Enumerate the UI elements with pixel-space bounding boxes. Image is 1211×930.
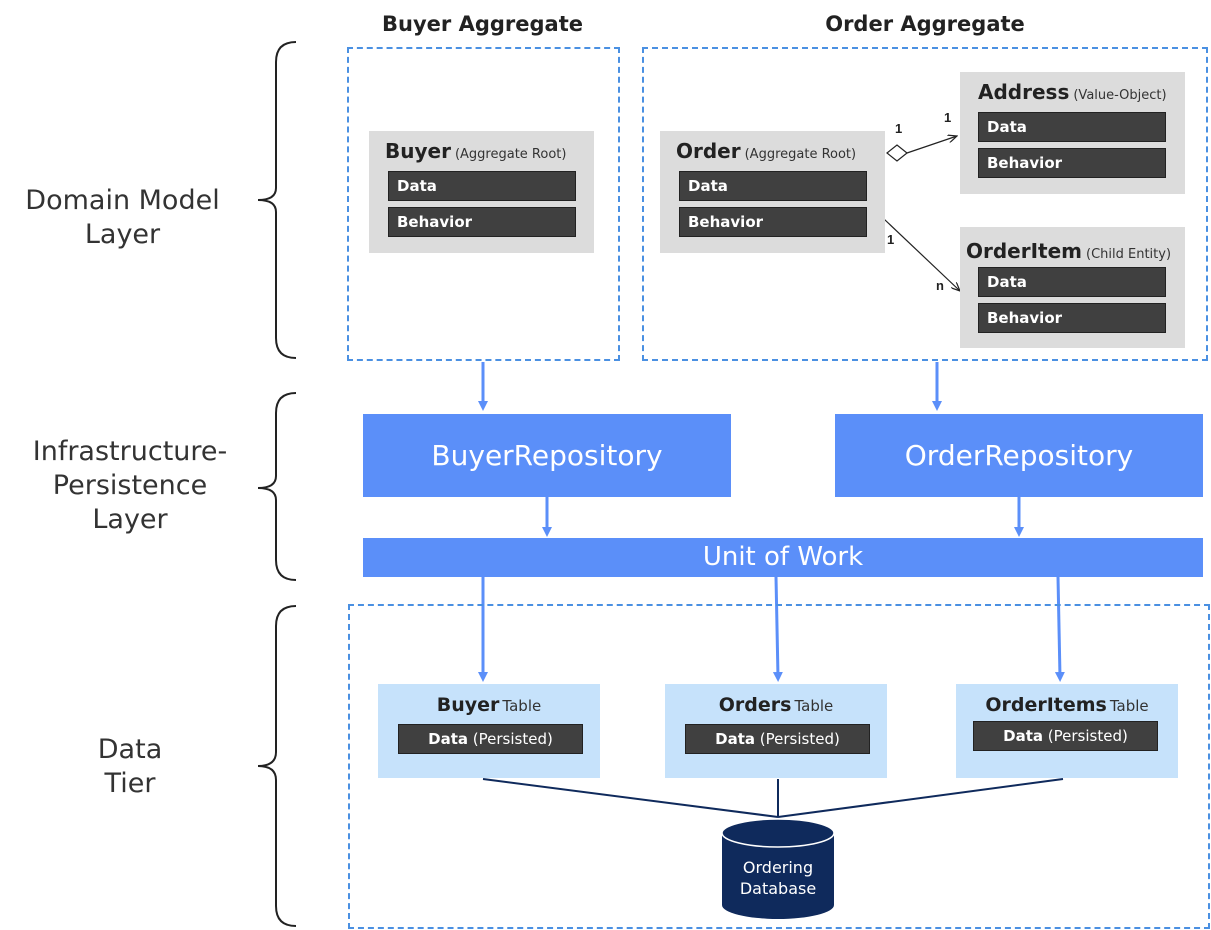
data-layer-label-line2: Tier	[104, 768, 156, 799]
orderitems-table-suffix: Table	[1109, 697, 1149, 715]
orderitem-entity-name: OrderItem	[966, 239, 1083, 263]
orderitems-table-to-db-line	[777, 778, 1064, 818]
orders-table-data-note: (Persisted)	[759, 730, 840, 748]
order-aggregate-boundary	[642, 47, 1208, 361]
multiplicity-order-address-from: 1	[895, 121, 903, 136]
ordering-database-icon	[721, 818, 835, 919]
orderitems-table-name: OrderItems	[985, 694, 1107, 716]
multiplicity-order-item-to: n	[936, 278, 944, 293]
buyer-table-data-note: (Persisted)	[472, 730, 553, 748]
order-entity-name: Order	[676, 139, 741, 163]
orderitem-entity: OrderItem(Child Entity) Data Behavior	[960, 227, 1185, 348]
order-entity: Order(Aggregate Root) Data Behavior	[660, 131, 885, 253]
orderitems-table-data-note: (Persisted)	[1047, 727, 1128, 745]
multiplicity-order-address-to: 1	[944, 110, 952, 125]
address-entity-kind: (Value-Object)	[1073, 88, 1167, 103]
order-entity-title: Order(Aggregate Root)	[676, 139, 856, 163]
buyer-entity-name: Buyer	[385, 139, 451, 163]
order-aggregate-title: Order Aggregate	[825, 12, 1025, 36]
data-layer-brace	[257, 605, 297, 927]
order-entity-kind: (Aggregate Root)	[744, 147, 857, 162]
address-entity-name: Address	[978, 80, 1070, 104]
data-layer-label-line1: Data	[97, 734, 163, 765]
buyer-aggregate-boundary	[347, 47, 620, 361]
buyer-table-to-db-line	[482, 778, 779, 818]
ordering-database-label-line1: Ordering	[742, 858, 814, 877]
order-behavior-bar: Behavior	[679, 207, 867, 237]
address-behavior-bar: Behavior	[978, 148, 1166, 178]
orders-table-data-bar: Data (Persisted)	[685, 724, 870, 754]
buyer-entity-title: Buyer(Aggregate Root)	[385, 139, 566, 163]
buyer-repository-box: BuyerRepository	[363, 414, 731, 497]
order-data-bar: Data	[679, 171, 867, 201]
orderitem-data-bar: Data	[978, 267, 1166, 297]
infra-layer-label-line2: Persistence	[52, 470, 208, 501]
buyer-table-data-bar: Data (Persisted)	[398, 724, 583, 754]
address-data-bar: Data	[978, 112, 1166, 142]
buyer-entity: Buyer(Aggregate Root) Data Behavior	[369, 131, 594, 253]
order-to-orderitem-line	[883, 218, 960, 291]
buyer-entity-kind: (Aggregate Root)	[454, 147, 567, 162]
orders-table-name: Orders	[718, 694, 792, 716]
buyer-table-name: Buyer	[436, 694, 500, 716]
orderitem-behavior-bar: Behavior	[978, 303, 1166, 333]
ordering-database-label: Ordering Database	[722, 857, 834, 899]
infra-layer-label-line1: Infrastructure-	[32, 436, 228, 467]
uow-to-orders-table-arrow	[772, 576, 783, 682]
address-entity: Address(Value-Object) Data Behavior	[960, 72, 1185, 194]
domain-layer-label-line1: Domain Model	[25, 185, 220, 216]
infra-layer-label-line3: Layer	[92, 504, 168, 535]
domain-layer-label: Domain Model Layer	[10, 184, 235, 252]
buyer-behavior-bar: Behavior	[388, 207, 576, 237]
buyer-table-data-label: Data	[428, 730, 469, 748]
buyer-aggregate-title: Buyer Aggregate	[382, 12, 583, 36]
address-entity-title: Address(Value-Object)	[978, 80, 1167, 104]
data-layer-label: Data Tier	[10, 733, 250, 801]
order-to-address-line	[906, 136, 957, 154]
domain-layer-label-line2: Layer	[84, 219, 161, 250]
unit-of-work-bar: Unit of Work	[363, 538, 1203, 577]
ordering-database-label-line2: Database	[739, 879, 817, 898]
order-repository-box: OrderRepository	[835, 414, 1203, 497]
data-tier-boundary	[348, 604, 1210, 929]
buyer-data-bar: Data	[388, 171, 576, 201]
orderitems-table-data-label: Data	[1003, 727, 1044, 745]
infra-layer-label: Infrastructure- Persistence Layer	[10, 435, 250, 537]
infra-layer-brace	[257, 392, 297, 581]
domain-layer-brace	[257, 41, 297, 359]
orderitems-table-data-bar: Data (Persisted)	[973, 721, 1158, 751]
orderitem-entity-title: OrderItem(Child Entity)	[966, 239, 1171, 263]
orders-table-suffix: Table	[794, 697, 834, 715]
multiplicity-order-item-from: 1	[887, 232, 895, 247]
buyer-table-suffix: Table	[502, 697, 542, 715]
orders-table-data-label: Data	[715, 730, 756, 748]
uow-to-orderitems-table-arrow	[1054, 576, 1065, 682]
orderitem-entity-kind: (Child Entity)	[1086, 247, 1172, 262]
